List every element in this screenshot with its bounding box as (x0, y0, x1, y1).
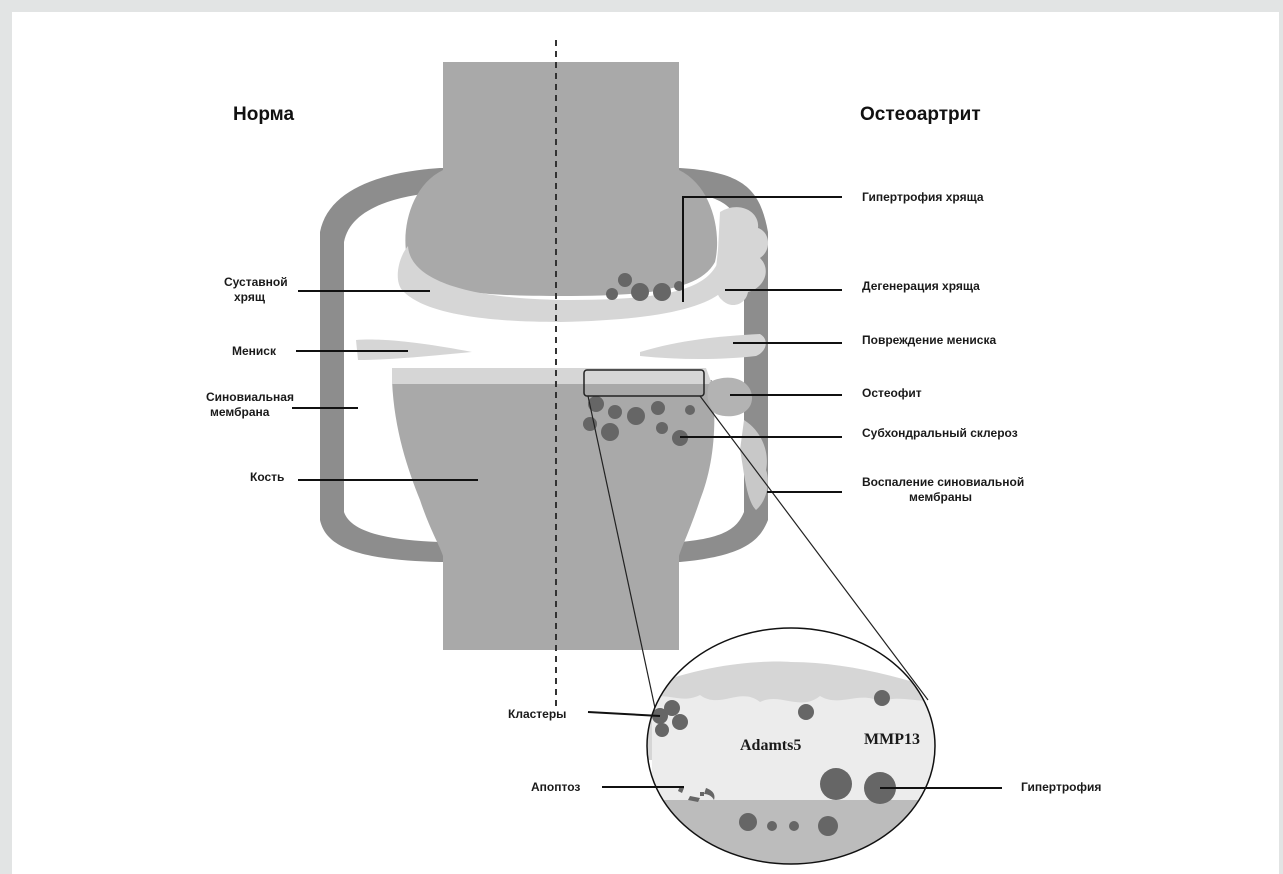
label-synovitis-line1: Воспаление синовиальной (862, 475, 1024, 489)
label-cartilage-line1: Суставной (224, 275, 288, 289)
upper-bone (405, 62, 717, 296)
heading-osteoarthritis: Остеоартрит (860, 104, 981, 125)
osteophyte (708, 378, 752, 417)
magnified-inset: Adamts5 MMP13 (640, 620, 950, 874)
label-synovitis-line2: мембраны (909, 490, 972, 504)
label-bone: Кость (250, 470, 284, 484)
label-osteophyte: Остеофит (862, 386, 922, 400)
label-cartilage-line2: хрящ (234, 290, 266, 304)
label-hypertrophy: Гипертрофия (1021, 780, 1101, 794)
heading-normal: Норма (233, 104, 294, 125)
label-synovial-line1: Синовиальная (206, 390, 294, 404)
label-apoptosis: Апоптоз (531, 780, 580, 794)
label-cartilage-degeneration: Дегенерация хряща (862, 279, 980, 293)
label-cartilage-hypertrophy: Гипертрофия хряща (862, 190, 984, 204)
adamts5-label: Adamts5 (740, 737, 801, 754)
label-meniscus: Мениск (232, 344, 277, 358)
label-synovial-line2: мембрана (210, 405, 270, 419)
label-clusters: Кластеры (508, 707, 566, 721)
label-meniscus-damage: Повреждение мениска (862, 333, 996, 347)
lower-bone (392, 380, 714, 650)
label-subchondral-sclerosis: Субхондральный склероз (862, 426, 1018, 440)
mmp13-label: MMP13 (864, 731, 920, 748)
